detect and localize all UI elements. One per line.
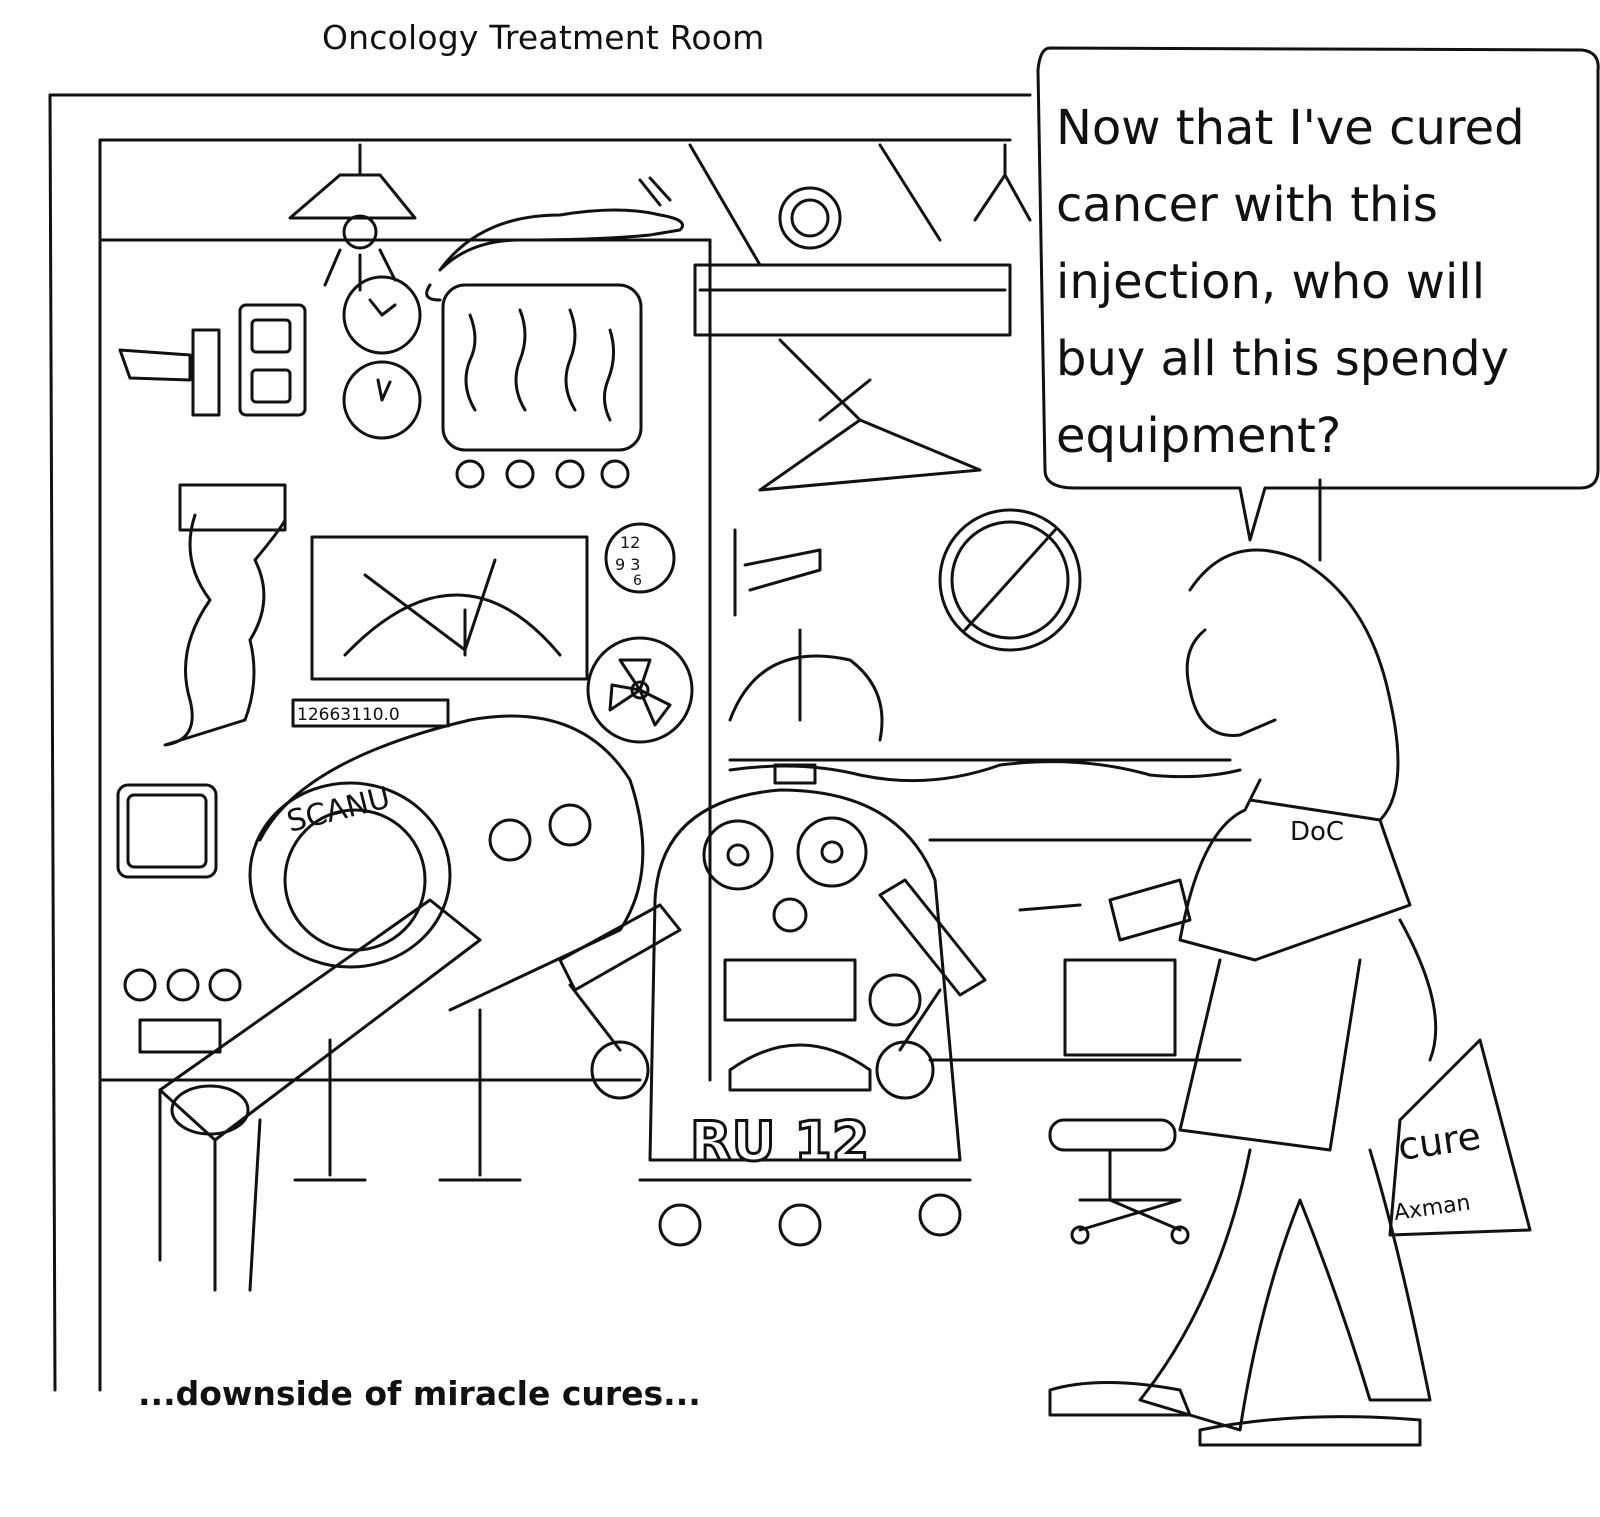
clock-small: 12 9 3 6 (604, 522, 676, 594)
room-title: Oncology Treatment Room (322, 18, 765, 57)
scanner-label: SCANU (283, 780, 393, 839)
xray-arm (688, 143, 1012, 492)
speech-bubble (1036, 46, 1600, 542)
artist-signature: Axman (1392, 1190, 1472, 1225)
speech-bubble-text: Now that I've cured cancer with this inj… (1056, 100, 1525, 464)
ceiling-lamp-right (973, 143, 1032, 222)
doctor-badge: DoC (1290, 817, 1344, 847)
rat-drawing (425, 176, 684, 302)
wall-dials (123, 968, 242, 1054)
gauge-meter (310, 535, 589, 681)
clock-middle (342, 360, 422, 440)
svg-text:6: 6 (633, 573, 642, 589)
tank-dome (728, 628, 884, 742)
poster-word: cure (1395, 1114, 1483, 1169)
room-frame (48, 93, 1322, 1392)
readout-value: 12663110.0 (297, 705, 400, 725)
wave-monitor (441, 283, 643, 489)
scanu-machine (158, 714, 645, 1292)
wall-lever (733, 528, 822, 617)
ru12-robot (558, 763, 987, 1247)
speaker-grill (116, 783, 218, 879)
svg-text:9 3: 9 3 (615, 555, 640, 574)
light-switch (118, 328, 221, 417)
stool (1048, 1118, 1190, 1245)
control-box-right (1063, 958, 1177, 1057)
no-outlet-sign (938, 508, 1082, 652)
ceiling-lamp-left (288, 143, 417, 292)
svg-text:12: 12 (620, 533, 640, 552)
wavy-shelf (728, 760, 1242, 783)
wall-fan (586, 636, 694, 744)
robot-label: RU 12 (690, 1110, 869, 1173)
cure-poster (1388, 1038, 1532, 1237)
readout-box (291, 698, 450, 728)
wall-outlet-top (238, 303, 307, 417)
clock-top (342, 275, 422, 355)
doctor-character (1018, 548, 1438, 1447)
cartoon-caption: ...downside of miracle cures... (138, 1374, 701, 1413)
printout-paper (163, 483, 287, 747)
